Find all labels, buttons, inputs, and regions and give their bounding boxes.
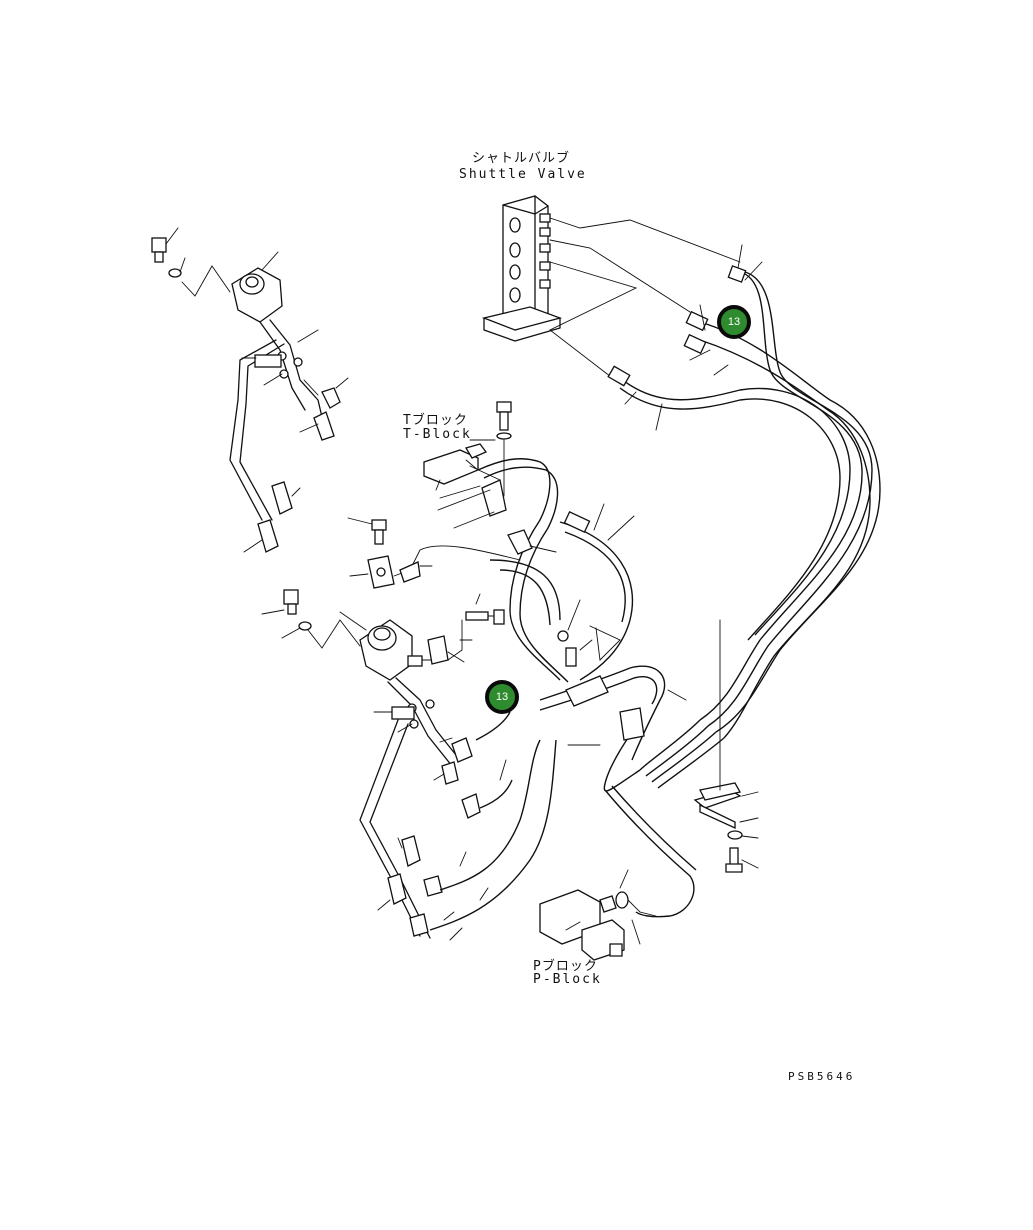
t-block-label-jp: Tブロック — [403, 413, 468, 428]
t-block-drawing — [423, 401, 569, 683]
p-block-label-en: P-Block — [533, 972, 602, 987]
shuttle-valve-label-jp: シャトルバルブ — [472, 151, 571, 166]
part-callout-13-upper[interactable]: 13 — [717, 305, 751, 339]
part-callout-13-lower[interactable]: 13 — [485, 680, 519, 714]
left-lower-pilot-valve — [261, 589, 557, 941]
drawing-code: PSB5646 — [788, 1070, 856, 1083]
clamp-assembly — [693, 619, 759, 873]
shuttle-valve-label-en: Shuttle Valve — [459, 167, 587, 182]
p-block-label-jp: Pブロック — [533, 959, 598, 974]
shuttle-valve-drawing — [481, 195, 563, 342]
p-block-drawing — [539, 869, 657, 961]
left-upper-pilot-valve — [151, 227, 349, 553]
t-block-label-en: T-Block — [403, 427, 472, 442]
hose-bundle — [603, 271, 881, 792]
